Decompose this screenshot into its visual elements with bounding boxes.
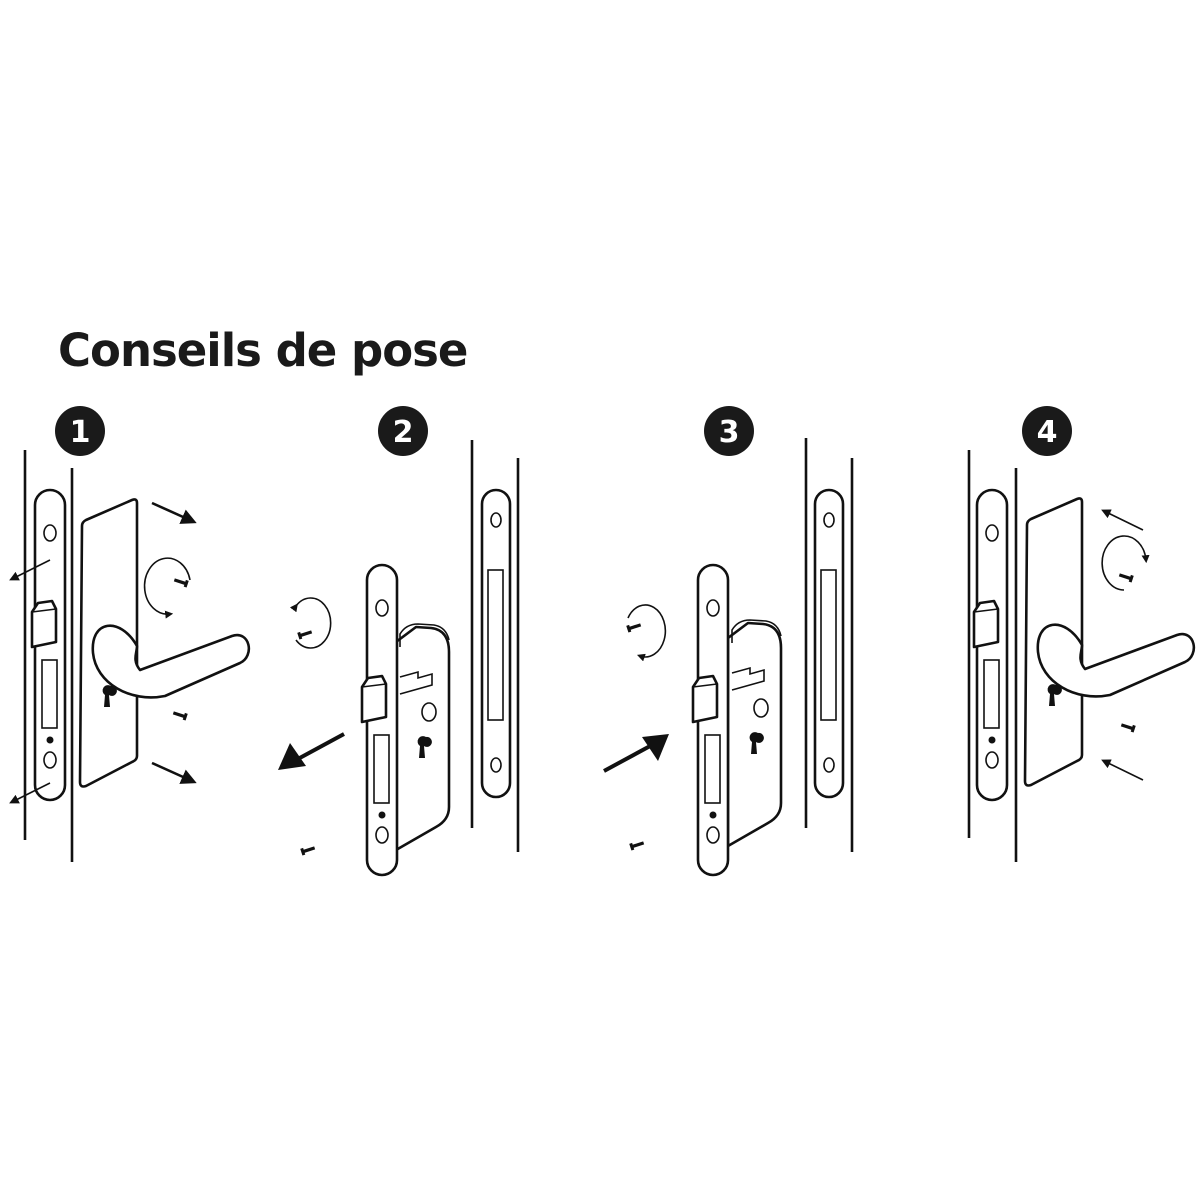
latch-bolt [691,674,719,724]
step-4: 4 [967,406,1196,862]
arrow-icon [1101,509,1144,531]
strike-plate [480,488,512,799]
step-1-badge: 1 [55,406,105,456]
screw-icon [626,621,642,633]
screw-icon [173,576,189,588]
arrow-icon [9,559,51,581]
latch-bolt [360,674,388,724]
mortise-lock-body [726,618,783,848]
step-2: 2 [278,406,520,877]
step-4-badge: 4 [1022,406,1072,456]
arrow-icon [151,761,197,784]
screw-icon [172,709,188,721]
door-handle [1036,623,1196,698]
door-handle [91,624,251,699]
arrow-icon [151,501,197,524]
svg-text:2: 2 [393,415,414,450]
arrow-icon [295,732,345,762]
arrow-icon [603,743,653,773]
step-1: 1 [9,406,251,862]
svg-text:4: 4 [1037,415,1058,450]
screw-icon [629,839,645,851]
page-title: Conseils de pose [58,324,468,377]
latch-bolt [972,599,1000,649]
screw-icon [297,628,313,640]
mortise-lock-body [394,622,451,852]
arrow-icon [9,782,51,804]
svg-text:1: 1 [70,415,91,450]
rotate-icon [289,597,332,649]
rotate-icon [143,557,191,619]
screw-icon [300,844,316,856]
step-3: 3 [603,406,854,877]
screw-icon [1118,571,1134,583]
screw-icon [1120,721,1136,733]
arrow-icon [1101,759,1144,781]
svg-text:3: 3 [719,415,740,450]
step-3-badge: 3 [704,406,754,456]
rotate-icon [627,604,667,662]
strike-plate [813,488,845,799]
rotate-icon [1101,535,1150,591]
step-2-badge: 2 [378,406,428,456]
latch-bolt [30,599,58,649]
